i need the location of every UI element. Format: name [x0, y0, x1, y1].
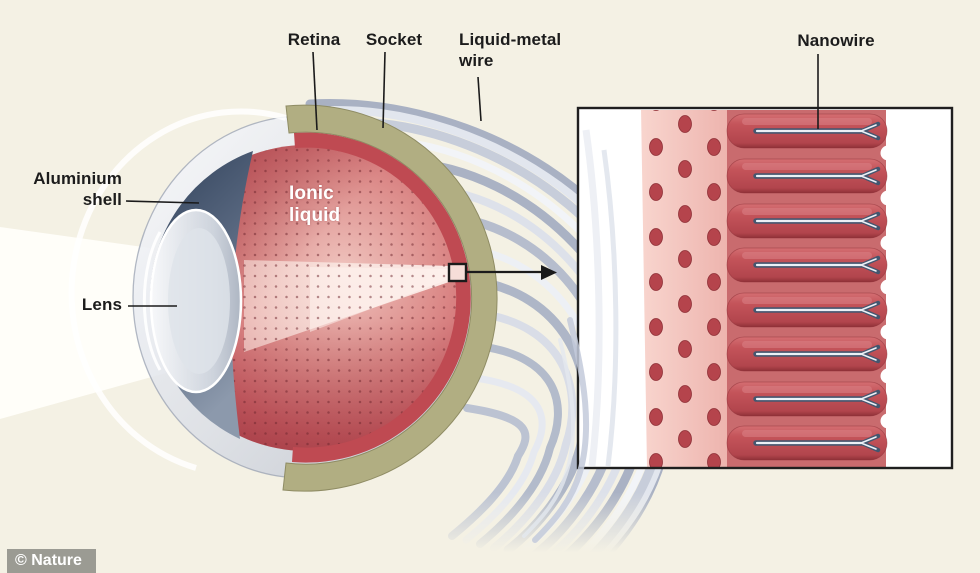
liquid-metal-wire-leader-line [477, 76, 482, 122]
lens-label: Lens [81, 295, 122, 314]
bionic-eye [68, 108, 474, 479]
nanowire-inset [576, 106, 954, 470]
nanowire-label: Nanowire [797, 31, 875, 50]
retina-leader-line [312, 51, 318, 131]
socket-ring [282, 104, 498, 492]
ionic-liquid-label: Ionic liquid [289, 183, 341, 227]
retina-label: Retina [287, 30, 341, 49]
lens [142, 208, 243, 394]
aluminium-shell-label: Aluminium shell [33, 169, 122, 209]
shell-front-rim-highlight [68, 108, 287, 471]
inset-border [576, 106, 954, 470]
arrow-head [541, 265, 557, 280]
nature-watermark: © Nature [7, 549, 96, 573]
membrane-holes [641, 110, 733, 467]
wires-over-inset [522, 317, 590, 543]
wire-fade [130, 492, 730, 573]
socket-label: Socket [365, 30, 423, 49]
light-beam [0, 227, 166, 419]
ridge-notches [880, 145, 896, 429]
socket-leader-line [382, 51, 386, 129]
leader-lines [125, 51, 819, 307]
magnified-region-marker [447, 262, 557, 283]
liquid-metal-wire-label: Liquid-metal wire [459, 30, 562, 70]
aluminium-shell-leader-line [125, 200, 200, 204]
